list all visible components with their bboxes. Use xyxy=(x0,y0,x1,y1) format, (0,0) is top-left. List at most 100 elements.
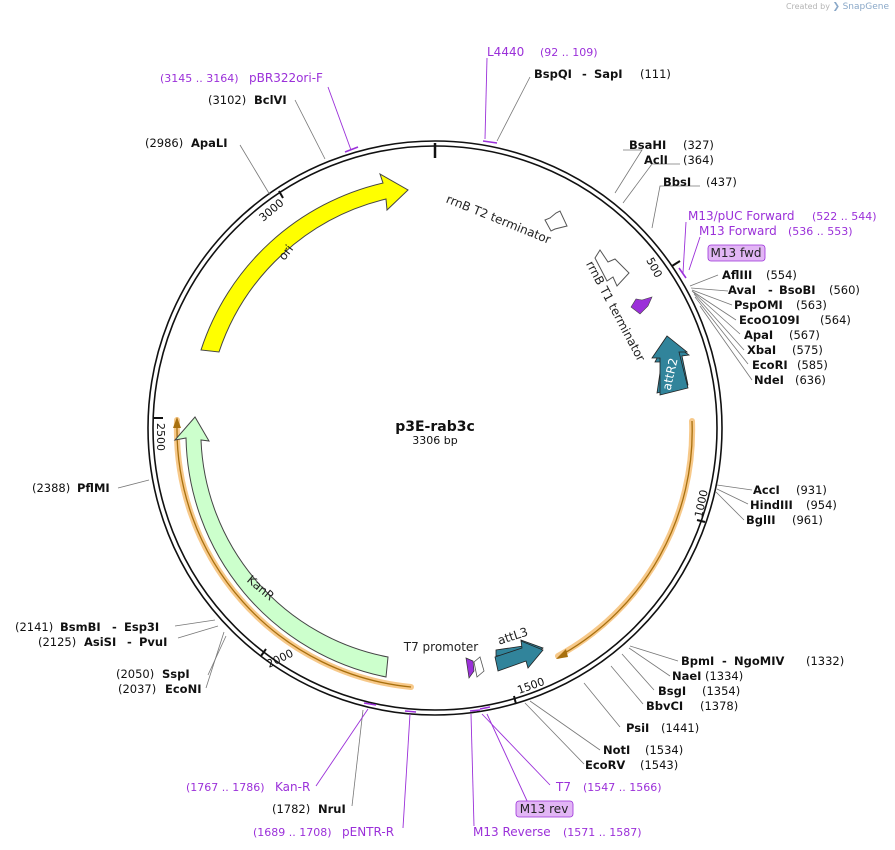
enzyme-name2: NgoMIV xyxy=(734,654,784,668)
primer-range: (1571 .. 1587) xyxy=(563,826,642,839)
enzyme-pspomi: PspOMI (563) xyxy=(734,298,827,312)
enzyme-name: AvaI xyxy=(728,283,756,297)
primer-m13fwd: M13 Forward (536 .. 553) xyxy=(699,224,853,238)
enzyme-name: BsaHI xyxy=(629,138,666,152)
tick-label-1000: 1000 xyxy=(692,489,711,519)
primer-box-m13rev: M13 rev xyxy=(515,800,574,818)
enzyme-aflii: AflIII (554) xyxy=(722,268,797,282)
primer-name: L4440 xyxy=(487,45,524,59)
m13-small-feature xyxy=(630,296,653,315)
enzyme-position: (636) xyxy=(795,373,826,387)
primer-name: M13/pUC Forward xyxy=(688,209,795,223)
enzyme-leaders xyxy=(117,76,753,807)
enzyme-name: PflMI xyxy=(77,481,110,495)
orf-highlight-left xyxy=(173,417,414,690)
enzyme-name: EcoRV xyxy=(585,758,625,772)
enzyme-sep: - xyxy=(127,635,132,649)
enzyme-ecorv: EcoRV (1543) xyxy=(585,758,678,772)
enzyme-position: (111) xyxy=(640,67,671,81)
enzyme-bsahi: BsaHI (327) xyxy=(629,138,714,152)
enzyme-position: (931) xyxy=(796,483,827,497)
enzyme-name: BclVI xyxy=(254,93,287,107)
primer-kanr: (1767 .. 1786) Kan-R xyxy=(186,780,310,794)
credit-prefix: Created by xyxy=(785,2,830,11)
enzyme-noti: NotI (1534) xyxy=(603,743,683,757)
enzyme-name: EcoNI xyxy=(165,682,201,696)
enzyme-position: (575) xyxy=(792,343,823,357)
primer-leaders xyxy=(315,57,701,829)
primer-marks xyxy=(344,140,687,713)
primer-box-label: M13 rev xyxy=(520,802,569,816)
orf-highlight-right xyxy=(555,418,696,659)
enzyme-position: (554) xyxy=(766,268,797,282)
orf-arrowhead-left xyxy=(173,417,181,428)
lac-small-feature xyxy=(473,656,485,678)
enzyme-name2: PvuI xyxy=(139,635,167,649)
enzyme-name: BbvCI xyxy=(646,699,683,713)
rrnb-t1-feature xyxy=(594,249,630,287)
enzyme-name: NotI xyxy=(603,743,630,757)
enzyme-bclvi: (3102) BclVI xyxy=(208,93,287,107)
enzyme-nrui: (1782) NruI xyxy=(272,802,346,816)
scale-ticks xyxy=(154,190,706,705)
enzyme-naei: NaeI (1334) xyxy=(672,669,743,683)
primer-name: M13 Reverse xyxy=(473,825,551,839)
primer-pentr: (1689 .. 1708) pENTR-R xyxy=(253,825,394,839)
credit-brand: SnapGene xyxy=(842,2,889,12)
enzyme-position: (3102) xyxy=(208,93,246,107)
primer-box-label: M13 fwd xyxy=(711,246,762,260)
enzyme-position: (1332) xyxy=(806,654,844,668)
enzyme-position: (564) xyxy=(820,313,851,327)
enzyme-position: (954) xyxy=(806,498,837,512)
tick-label-2000: 2000 xyxy=(265,647,296,671)
enzyme-position: (567) xyxy=(789,328,820,342)
primer-range: (3145 .. 3164) xyxy=(160,72,239,85)
enzyme-name2: Esp3I xyxy=(124,620,159,634)
enzyme-name: ApaI xyxy=(744,328,773,342)
enzyme-hindiii: HindIII (954) xyxy=(750,498,837,512)
ori-feature xyxy=(200,172,409,353)
enzyme-name2: BsoBI xyxy=(779,283,816,297)
enzyme-name: ApaLI xyxy=(191,136,228,150)
enzyme-name: XbaI xyxy=(747,343,776,357)
enzyme-bsmbi: (2141) BsmBI - Esp3I xyxy=(15,620,159,634)
enzyme-name: HindIII xyxy=(750,498,793,512)
enzyme-name: BbsI xyxy=(663,175,691,189)
enzyme-ndei: NdeI (636) xyxy=(754,373,826,387)
primer-range: (522 .. 544) xyxy=(812,210,877,223)
enzyme-name: BglII xyxy=(746,513,776,527)
enzyme-psii: PsiI (1441) xyxy=(626,721,699,735)
enzyme-position: (961) xyxy=(792,513,823,527)
primer-name: T7 xyxy=(555,780,571,794)
snapgene-credit: Created by ❯ SnapGene xyxy=(786,2,889,12)
enzyme-position: (2050) xyxy=(116,667,154,681)
primer-range: (1689 .. 1708) xyxy=(253,826,332,839)
enzyme-bbvci: BbvCI (1378) xyxy=(646,699,738,713)
enzyme-position: (1354) xyxy=(702,684,740,698)
primer-pbr322: (3145 .. 3164) pBR322ori-F xyxy=(160,71,323,85)
primer-name: pBR322ori-F xyxy=(249,71,323,85)
enzyme-position: (563) xyxy=(796,298,827,312)
primer-range: (92 .. 109) xyxy=(540,46,598,59)
enzyme-position: (2141) xyxy=(15,620,53,634)
primer-range: (1547 .. 1566) xyxy=(583,781,662,794)
primer-name: pENTR-R xyxy=(342,825,394,839)
enzyme-sep: - xyxy=(768,283,773,297)
enzyme-name: EcoRI xyxy=(752,358,788,372)
enzyme-ecori: EcoRI (585) xyxy=(752,358,828,372)
enzyme-position: (437) xyxy=(706,175,737,189)
enzyme-name: EcoO109I xyxy=(739,313,800,327)
enzyme-name: NruI xyxy=(318,802,346,816)
enzyme-position: (2037) xyxy=(118,682,156,696)
t7-promoter-label: T7 promoter xyxy=(403,640,479,654)
plasmid-name: p3E-rab3c xyxy=(395,419,475,435)
rrnb-t2-label: rrnB T2 terminator xyxy=(444,192,553,247)
enzyme-name: NdeI xyxy=(754,373,784,387)
enzyme-name: PsiI xyxy=(626,721,649,735)
enzyme-bglii: BglII (961) xyxy=(746,513,823,527)
primer-box-m13fwd: M13 fwd xyxy=(707,244,766,262)
enzyme-position: (1378) xyxy=(700,699,738,713)
enzyme-position: (560) xyxy=(829,283,860,297)
rrnb-t2-feature xyxy=(544,210,568,232)
plasmid-length: 3306 bp xyxy=(412,434,457,447)
